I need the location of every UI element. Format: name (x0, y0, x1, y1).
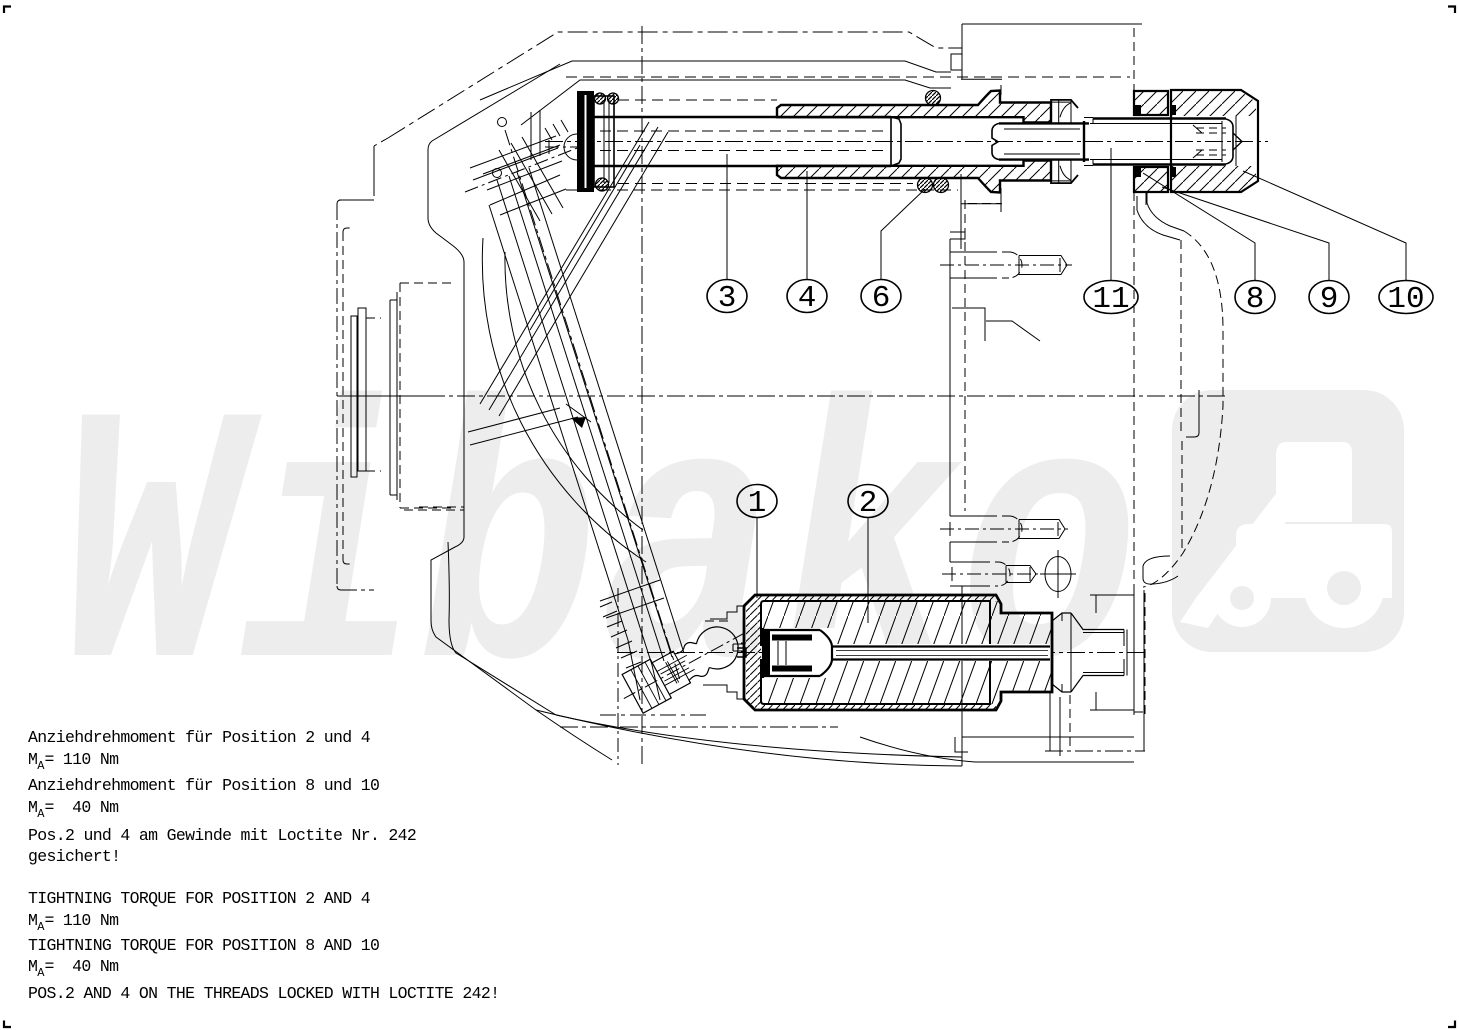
svg-text:TIGHTNING TORQUE FOR POSITION: TIGHTNING TORQUE FOR POSITION 8 AND 10 (28, 936, 379, 955)
svg-text:4: 4 (798, 281, 817, 316)
svg-text:MA= 40 Nm: MA= 40 Nm (28, 957, 119, 980)
svg-text:gesichert!: gesichert! (28, 847, 120, 866)
svg-text:9: 9 (1320, 282, 1339, 317)
svg-text:MA= 40 Nm: MA= 40 Nm (28, 798, 119, 821)
svg-text:Pos.2 und 4 am Gewinde mit Loc: Pos.2 und 4 am Gewinde mit Loctite Nr. 2… (28, 826, 416, 845)
svg-text:Anziehdrehmoment für Position: Anziehdrehmoment für Position 8 und 10 (28, 776, 379, 795)
svg-text:1: 1 (748, 486, 767, 521)
svg-text:11: 11 (1092, 282, 1129, 317)
svg-text:TIGHTNING TORQUE FOR POSITION: TIGHTNING TORQUE FOR POSITION 2 AND 4 (28, 889, 371, 908)
svg-text:6: 6 (872, 281, 891, 316)
svg-text:8: 8 (1246, 282, 1265, 317)
svg-text:3: 3 (718, 281, 737, 316)
svg-text:MA= 110 Nm: MA= 110 Nm (28, 911, 119, 934)
svg-text:MA= 110 Nm: MA= 110 Nm (28, 750, 119, 773)
svg-text:POS.2 AND 4 ON THE THREADS LOC: POS.2 AND 4 ON THE THREADS LOCKED WITH L… (28, 984, 499, 1003)
svg-text:2: 2 (859, 486, 878, 521)
svg-text:10: 10 (1387, 282, 1424, 317)
svg-text:Anziehdrehmoment für Position: Anziehdrehmoment für Position 2 und 4 (28, 728, 371, 747)
